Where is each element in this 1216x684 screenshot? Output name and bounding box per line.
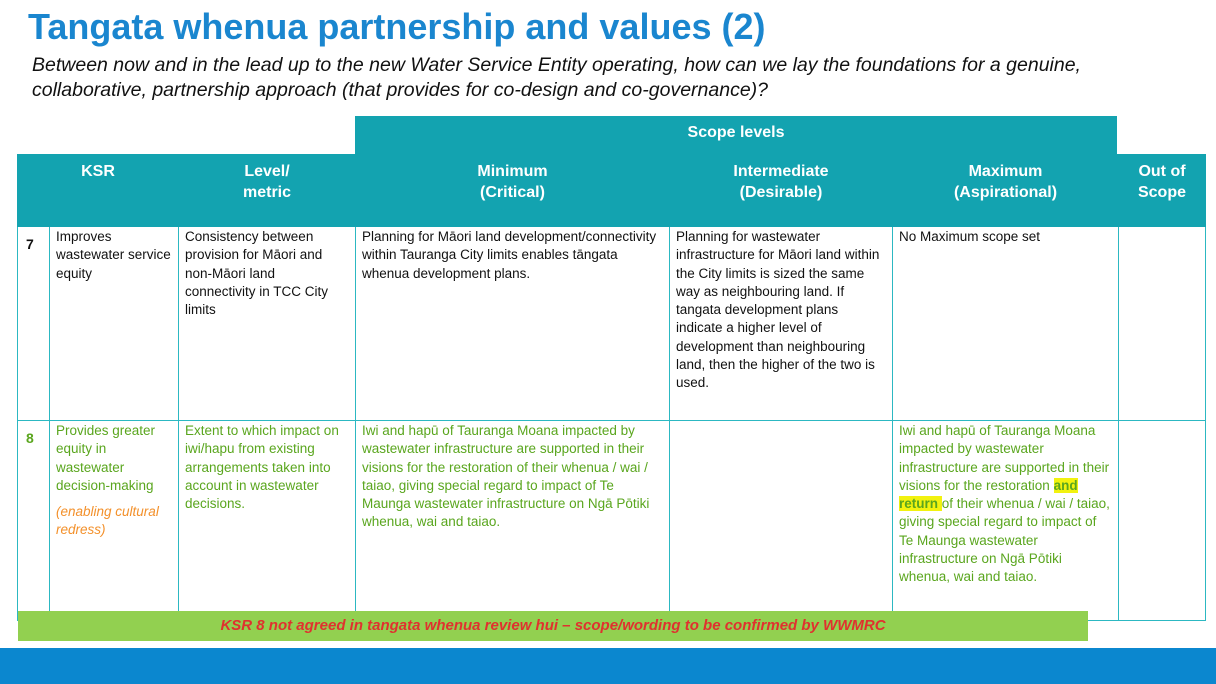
ksr-cell: Improves wastewater service equity [49, 226, 179, 421]
header-level-metric: Level/metric [178, 154, 356, 227]
scope-levels-header: Scope levels [355, 116, 1117, 154]
maximum-text-b: of their whenua / wai / taiao, giving sp… [899, 496, 1110, 585]
minimum-cell: Planning for Māori land development/conn… [355, 226, 670, 421]
out-of-scope-cell [1118, 226, 1206, 421]
header-maximum: Maximum(Aspirational) [892, 154, 1119, 227]
header-minimum: Minimum(Critical) [355, 154, 670, 227]
maximum-text-a: Iwi and hapū of Tauranga Moana impacted … [899, 423, 1110, 493]
maximum-cell: No Maximum scope set [892, 226, 1119, 421]
ksr-cell: Provides greater equity in wastewater de… [49, 420, 179, 621]
metric-cell: Consistency between provision for Māori … [178, 226, 356, 421]
footer-band [0, 648, 1216, 684]
table-row: 7 Improves wastewater service equity Con… [17, 226, 1206, 421]
ksr-text: Provides greater equity in wastewater de… [56, 423, 156, 493]
intermediate-cell [669, 420, 893, 621]
table-header-row: KSR Level/metric Minimum(Critical) Inter… [17, 154, 1206, 227]
intermediate-cell: Planning for wastewater infrastructure f… [669, 226, 893, 421]
ksr-note: (enabling cultural redress) [56, 504, 159, 538]
table-row: 8 Provides greater equity in wastewater … [17, 420, 1206, 621]
out-of-scope-cell [1118, 420, 1206, 621]
maximum-cell: Iwi and hapū of Tauranga Moana impacted … [892, 420, 1119, 621]
warning-banner: KSR 8 not agreed in tangata whenua revie… [18, 611, 1088, 641]
metric-cell: Extent to which impact on iwi/hapu from … [178, 420, 356, 621]
row-number: 8 [17, 420, 50, 621]
header-intermediate: Intermediate(Desirable) [669, 154, 893, 227]
row-number: 7 [17, 226, 50, 421]
header-ksr: KSR [17, 154, 179, 227]
page-subtitle: Between now and in the lead up to the ne… [32, 54, 1081, 101]
page-title: Tangata whenua partnership and values (2… [28, 6, 766, 47]
minimum-cell: Iwi and hapū of Tauranga Moana impacted … [355, 420, 670, 621]
ksr-table: KSR Level/metric Minimum(Critical) Inter… [17, 154, 1206, 621]
